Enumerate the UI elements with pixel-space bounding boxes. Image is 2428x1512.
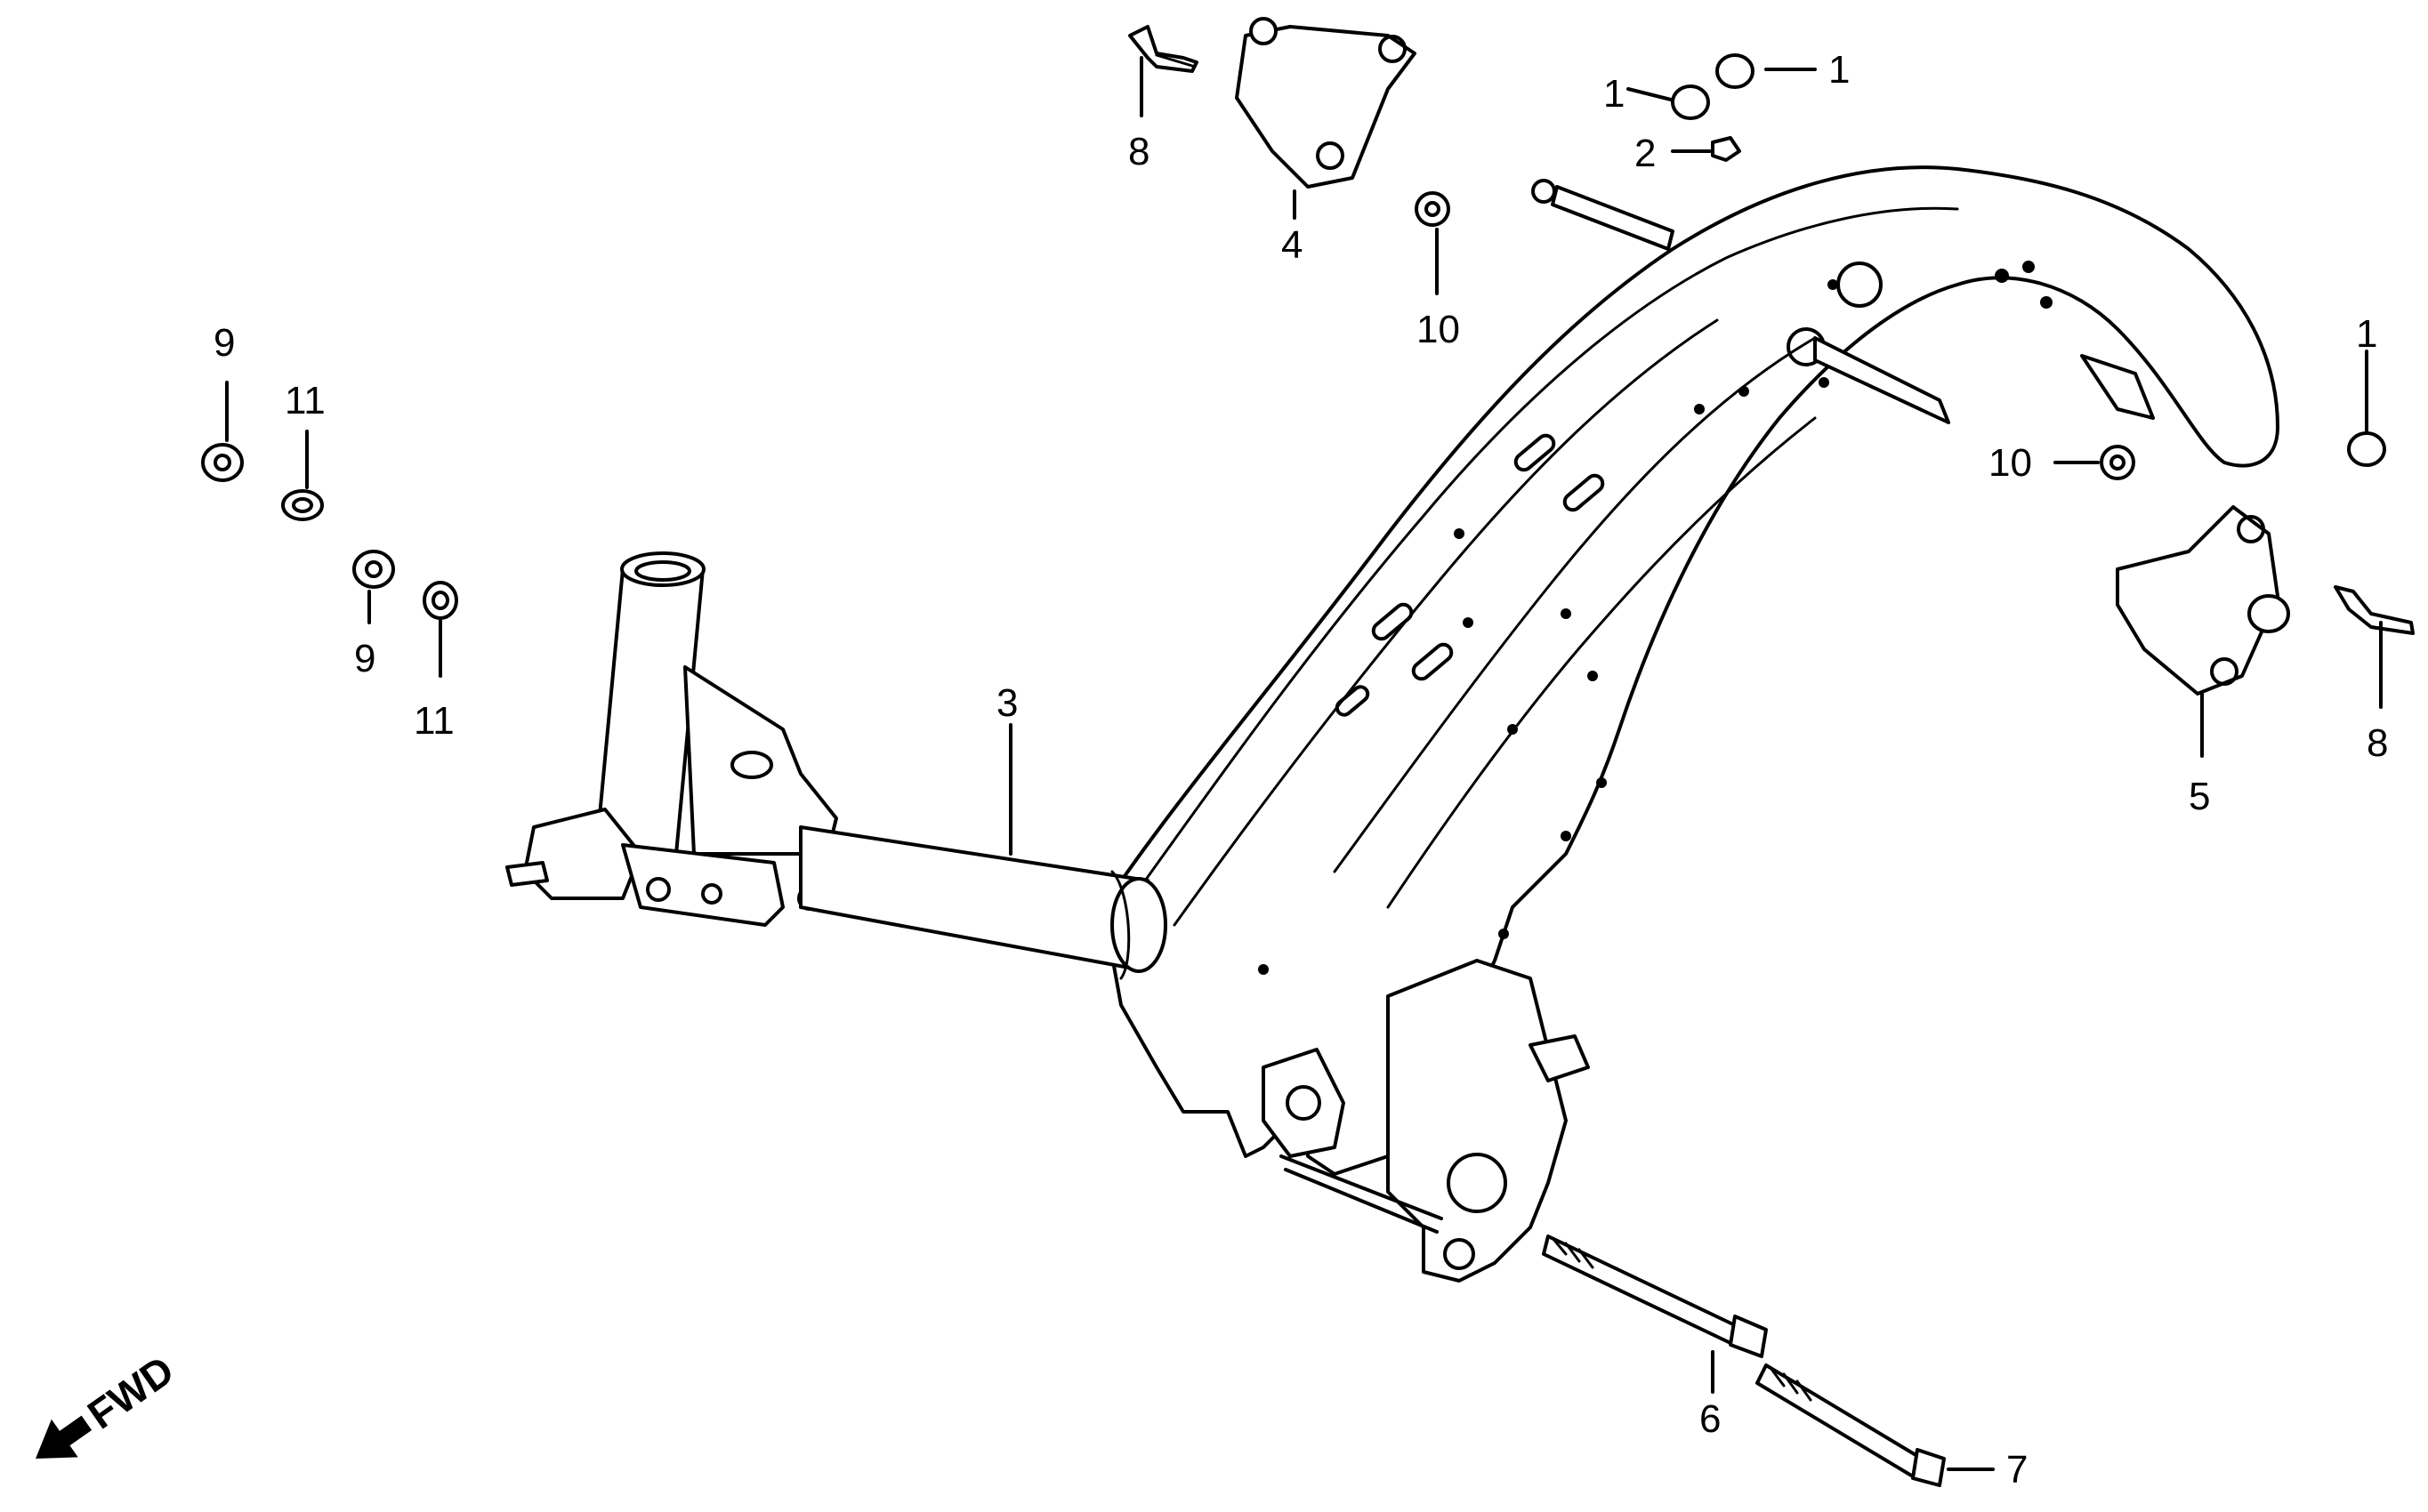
screw-2 (1711, 136, 1741, 162)
callout-2: 2 (1634, 132, 1656, 175)
callout-9a: 9 (214, 321, 235, 365)
long-bolt-6 (1542, 1235, 1768, 1358)
bolt-8-upper (1128, 25, 1198, 73)
main-frame (1101, 165, 2279, 1283)
nut-1-a (1715, 53, 1754, 89)
callout-9b: 9 (354, 637, 375, 680)
callout-7: 7 (2006, 1448, 2028, 1492)
callout-11b: 11 (414, 699, 455, 743)
callout-6: 6 (1699, 1397, 1721, 1441)
callout-1b: 1 (1603, 72, 1625, 116)
washer-11-b (423, 581, 458, 620)
nut-1-c (2347, 431, 2386, 467)
rear-engine-mount-bracket (2116, 505, 2290, 696)
nut-9-b (352, 550, 395, 589)
nut-9-a (201, 443, 244, 482)
callout-11a: 11 (285, 379, 326, 422)
callout-1a: 1 (1828, 48, 1850, 92)
forward-direction-indicator: FWD (36, 1347, 182, 1459)
callout-1c: 1 (2356, 312, 2377, 356)
callout-8a: 8 (1128, 130, 1149, 173)
callout-3: 3 (996, 681, 1018, 725)
nut-10-a (1415, 191, 1450, 227)
callout-4: 4 (1281, 223, 1303, 267)
washer-11-a (281, 489, 324, 521)
callout-10a: 10 (1416, 308, 1460, 351)
callout-8b: 8 (2367, 721, 2388, 765)
bolt-8-right (2334, 585, 2415, 635)
nut-1-b (1671, 84, 1710, 120)
long-bolt-7 (1755, 1363, 1946, 1487)
callout-labels: 1 1 1 2 3 4 5 6 7 8 8 9 9 10 10 11 11 (214, 48, 2388, 1492)
fwd-label: FWD (79, 1347, 182, 1438)
leader-lines (225, 56, 2383, 1471)
front-down-tube (505, 551, 1167, 980)
nut-10-b (2100, 445, 2135, 480)
forward-arrow-icon (36, 1415, 93, 1459)
callout-10b: 10 (1988, 441, 2032, 485)
callout-5: 5 (2189, 775, 2210, 818)
upper-engine-mount-bracket (1235, 17, 1416, 189)
